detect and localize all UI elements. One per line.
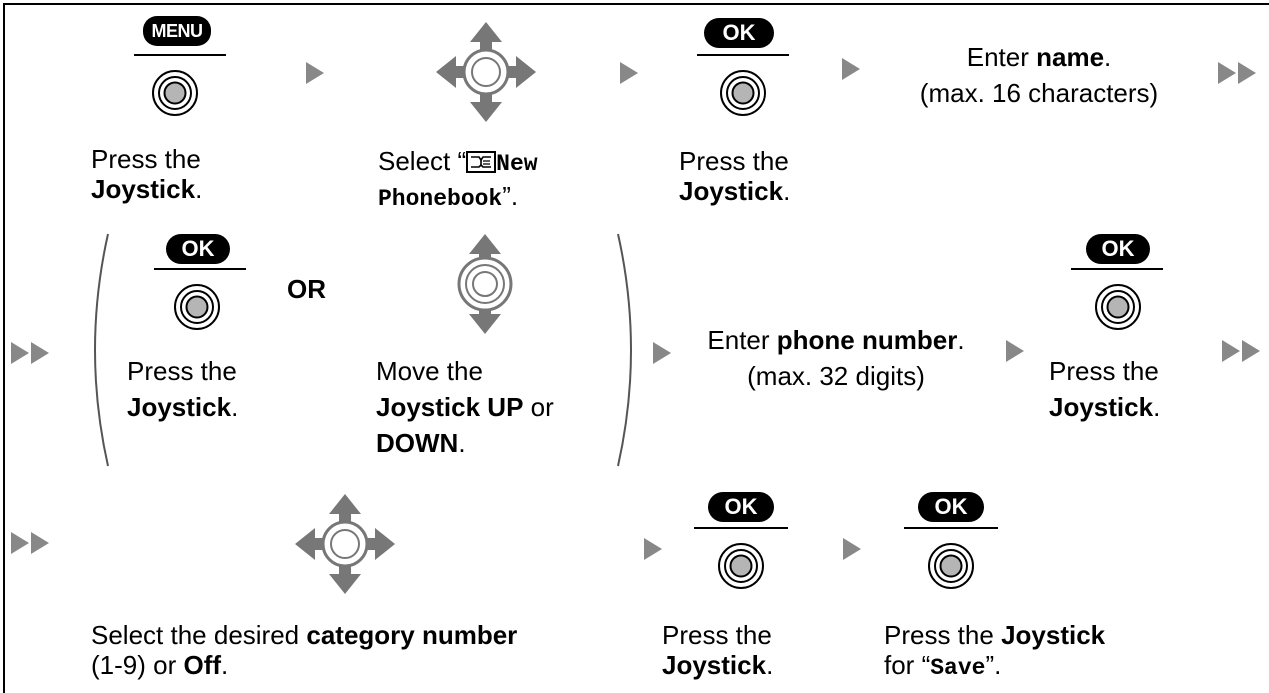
option1-caption: Press the Joystick. [127,356,239,422]
joystick-press-icon [1095,284,1141,330]
save-caption: Press the Joystick for “Save”. [884,620,1106,681]
key-rule [694,527,788,529]
step7-caption: Press the Joystick. [662,620,774,680]
step5-caption: Press the Joystick. [1049,356,1161,422]
step1-caption: Press the Joystick. [91,144,203,204]
joystick-press-icon [928,543,974,589]
or-label: OR [287,274,326,304]
right-bracket [617,233,632,467]
joystick-press-icon [720,70,766,116]
instruction-frame [3,3,1269,693]
next-arrow-icon [644,538,662,560]
ok-key[interactable]: OK [708,492,774,522]
next-arrow-icon [620,62,638,84]
joystick-press-icon [152,70,198,116]
ok-key[interactable]: OK [918,492,984,522]
continue-arrow-icon [1222,340,1260,362]
phonebook-icon [466,151,497,173]
enter-name-caption: Enter name. (max. 16 characters) [919,42,1159,108]
next-arrow-icon [1006,340,1024,362]
next-arrow-icon [843,538,861,560]
option2-caption: Move the Joystick UP or DOWN. [376,356,554,458]
continue-arrow-icon [1218,62,1256,84]
joystick-press-icon [718,543,764,589]
step3-caption: Press the Joystick. [679,146,791,206]
menu-key[interactable]: MENU [143,16,211,46]
joystick-4way-icon [436,22,536,122]
key-rule [697,54,789,56]
key-rule [904,527,998,529]
continue-arrow-icon [11,532,49,554]
step2-caption: Select “ New Phonebook”. [378,146,538,212]
left-bracket [94,233,109,467]
joystick-press-icon [174,284,220,330]
key-rule [154,268,246,270]
category-caption: Select the desired category number (1-9)… [91,620,518,680]
continue-arrow-icon [11,342,49,364]
next-arrow-icon [653,342,671,364]
next-arrow-icon [842,58,860,80]
ok-key[interactable]: OK [704,18,774,48]
ok-key[interactable]: OK [166,234,230,264]
key-rule [134,54,226,56]
ok-key[interactable]: OK [1086,234,1150,264]
next-arrow-icon [306,62,324,84]
key-rule [1071,268,1163,270]
joystick-4way-icon [295,494,395,594]
enter-phone-caption: Enter phone number. (max. 32 digits) [707,325,965,391]
joystick-updown-icon [457,234,513,334]
